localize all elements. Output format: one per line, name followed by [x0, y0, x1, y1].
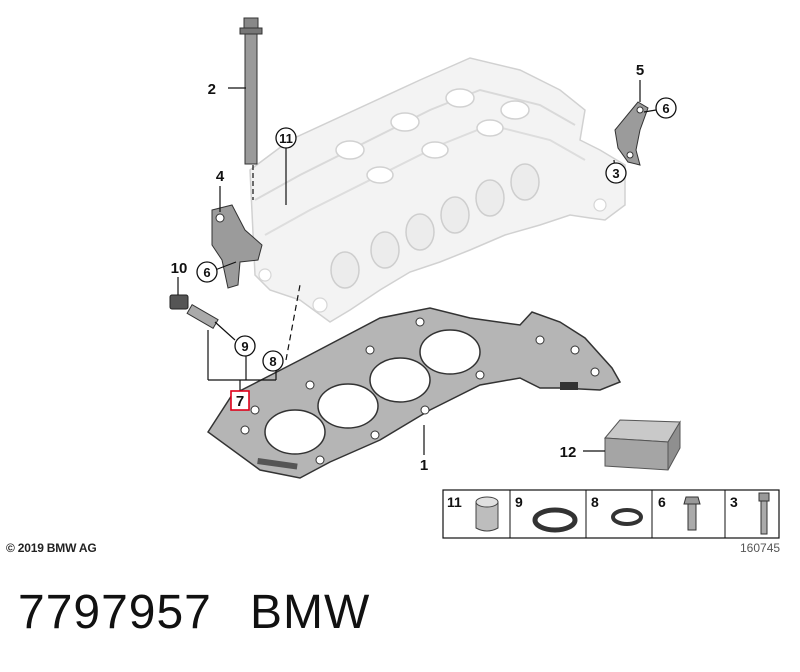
callout-6-right: 6: [655, 97, 677, 119]
svg-text:11: 11: [447, 494, 462, 510]
legend-item-9: 9: [515, 494, 578, 533]
diagram-image-number: 160745: [740, 541, 781, 555]
svg-text:9: 9: [515, 494, 523, 510]
legend-item-11: 11: [447, 494, 499, 532]
legend-item-8: 8: [591, 494, 643, 526]
svg-text:12: 12: [560, 444, 577, 461]
svg-text:5: 5: [636, 62, 644, 79]
svg-text:8: 8: [269, 354, 276, 369]
callout-11: 11: [275, 127, 297, 149]
parts-diagram: 2 11 4 6 5 6 3 10 9 8 7 1 12: [169, 17, 780, 539]
head-bolt: [239, 17, 263, 165]
svg-text:11: 11: [279, 131, 293, 146]
svg-text:4: 4: [216, 168, 225, 185]
callout-5: 5: [636, 62, 644, 79]
cylinder-head-gasket: [206, 307, 622, 479]
cylinder-head: [249, 57, 626, 323]
callout-8: 8: [262, 350, 284, 372]
callout-9: 9: [234, 335, 256, 357]
svg-text:6: 6: [658, 494, 666, 510]
svg-text:7: 7: [236, 393, 244, 410]
callout-6-left: 6: [196, 261, 218, 283]
svg-text:9: 9: [241, 339, 248, 354]
legend-item-3: 3: [730, 492, 770, 535]
repair-kit-box: [603, 419, 681, 471]
callout-2: 2: [208, 81, 216, 98]
svg-text:3: 3: [730, 494, 738, 510]
callout-12: 12: [560, 444, 577, 461]
svg-text:6: 6: [662, 101, 669, 116]
callout-7-highlighted[interactable]: 7: [230, 390, 250, 411]
callout-3: 3: [605, 162, 627, 184]
svg-text:6: 6: [203, 265, 210, 280]
bracket-left: [211, 204, 263, 289]
legend-item-6: 6: [658, 494, 701, 531]
svg-text:1: 1: [420, 457, 428, 474]
brand-name: BMW: [250, 586, 371, 639]
part-number: 7797957: [18, 586, 212, 639]
temperature-sensor: [169, 294, 219, 330]
copyright-notice: © 2019 BMW AG: [6, 541, 97, 555]
leader-lines: [177, 80, 657, 455]
svg-text:10: 10: [171, 260, 188, 277]
callout-4: 4: [216, 168, 225, 185]
svg-text:3: 3: [612, 166, 619, 181]
callout-10: 10: [171, 260, 188, 277]
bracket-right: [614, 101, 649, 166]
svg-text:2: 2: [208, 81, 216, 98]
callout-1: 1: [420, 457, 428, 474]
svg-text:8: 8: [591, 494, 599, 510]
parts-legend: 11 9 8 6 3: [442, 489, 780, 539]
